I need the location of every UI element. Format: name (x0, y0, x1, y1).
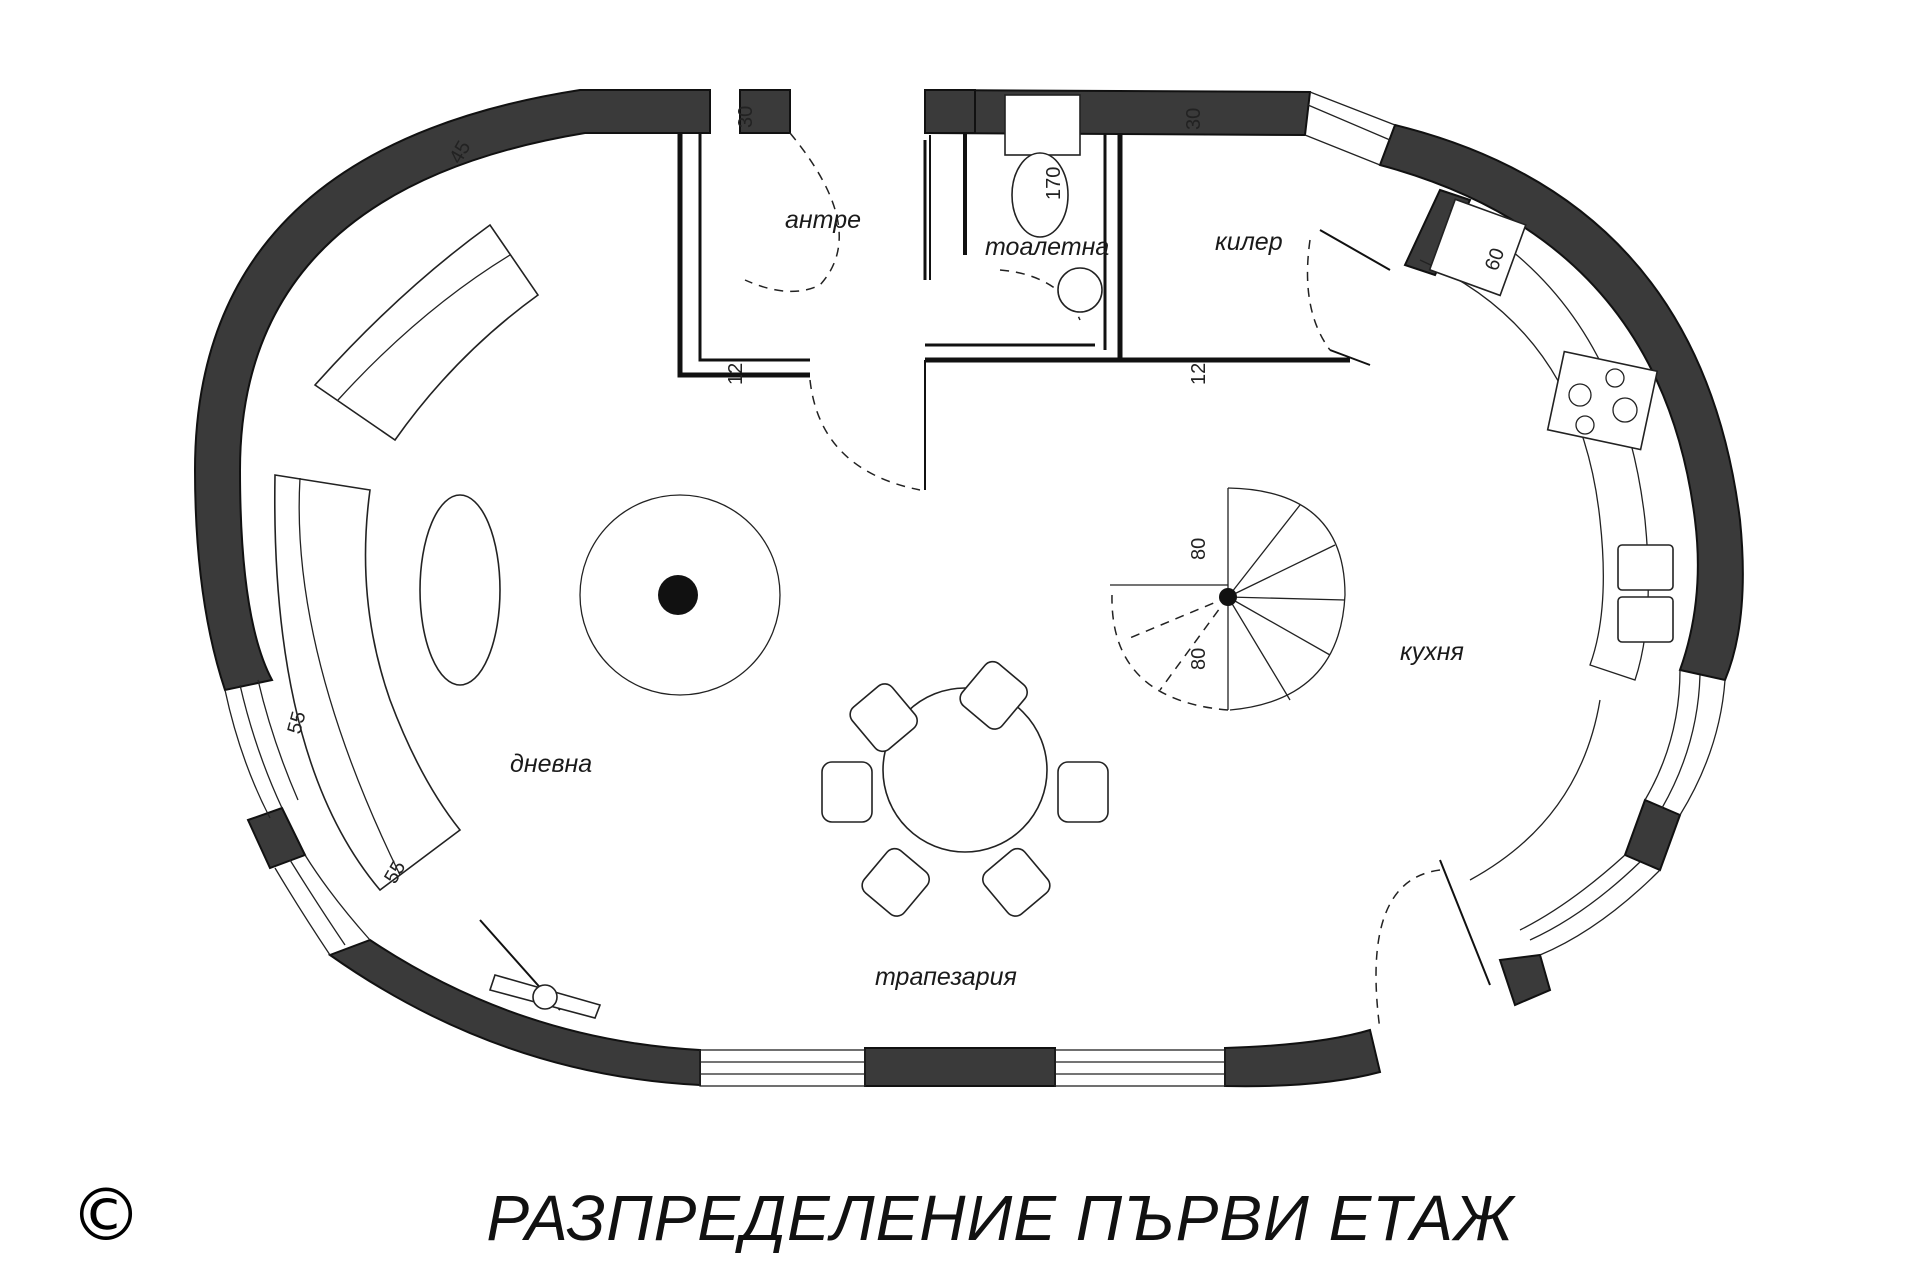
dim-wc: 170 (1043, 167, 1065, 200)
chair (1057, 761, 1109, 823)
fridge (1428, 198, 1527, 297)
window-left-low (274, 854, 371, 956)
floor-lamp (479, 919, 602, 1019)
wall-right-pier (1623, 798, 1682, 872)
window-right-low (1519, 854, 1661, 956)
dim-stair-top: 80 (1188, 538, 1210, 560)
windows (224, 89, 1726, 1087)
wall-left-arc (193, 89, 711, 692)
toilet-bowl (1011, 152, 1069, 238)
room-label-pantry: килер (1215, 228, 1283, 256)
dim-wall-top-right: 30 (1183, 108, 1205, 130)
chair (861, 847, 930, 917)
plan-title: РАЗПРЕДЕЛЕНИЕ ПЪРВИ ЕТАЖ (486, 1182, 1516, 1254)
room-label-entrance: антре (785, 206, 861, 234)
living-furniture (273, 223, 781, 1019)
rug (579, 494, 781, 696)
wall-top-right (924, 88, 1312, 137)
dim-partition-left: 12 (725, 363, 747, 385)
door-kitchen-exit (1375, 869, 1441, 1031)
wall-right-lower (1498, 953, 1552, 1007)
toilet-fixtures (1004, 94, 1103, 313)
window-bottom-right (1054, 1049, 1226, 1087)
sink (1617, 544, 1674, 643)
kitchen-fixtures (1419, 198, 1674, 881)
door-pantry (1306, 239, 1331, 351)
door-living (809, 379, 921, 491)
chair (959, 660, 1028, 730)
door-toilet (999, 269, 1081, 321)
copyright-symbol: © (70, 1173, 142, 1257)
wall-left-pier (246, 806, 307, 870)
column (658, 575, 698, 615)
chair (982, 847, 1051, 917)
doors (744, 132, 1491, 1031)
dim-stair-bottom: 80 (1188, 648, 1210, 670)
door-entrance (744, 132, 840, 293)
window-right (1644, 669, 1726, 816)
window-top-right (1304, 91, 1396, 166)
sofa-top (313, 223, 540, 442)
washbasin (1057, 267, 1103, 313)
window-bottom-left (699, 1049, 866, 1087)
sofa-left (273, 474, 462, 892)
room-label-kitchen: кухня (1400, 638, 1464, 666)
wall-entry-left (739, 89, 791, 134)
wall-left-lower (327, 938, 701, 1087)
stove (1546, 350, 1659, 451)
room-label-living: дневна (510, 750, 592, 778)
coffee-table (419, 494, 501, 686)
dining-furniture (821, 660, 1109, 917)
partitions (677, 133, 1391, 490)
wall-bottom-middle (864, 1047, 1056, 1087)
chair (821, 761, 873, 823)
spiral-staircase (1110, 487, 1346, 711)
wall-entry-right (924, 89, 976, 134)
window-left (224, 679, 299, 819)
wall-right-upper (1378, 123, 1744, 682)
room-label-toilet: тоалетна (985, 233, 1109, 261)
chair (849, 683, 918, 753)
room-label-dining: трапезария (875, 963, 1017, 991)
dim-partition-right: 12 (1188, 363, 1210, 385)
wall-bottom-right (1224, 1028, 1382, 1088)
dim-wall-top-left: 30 (735, 106, 757, 128)
